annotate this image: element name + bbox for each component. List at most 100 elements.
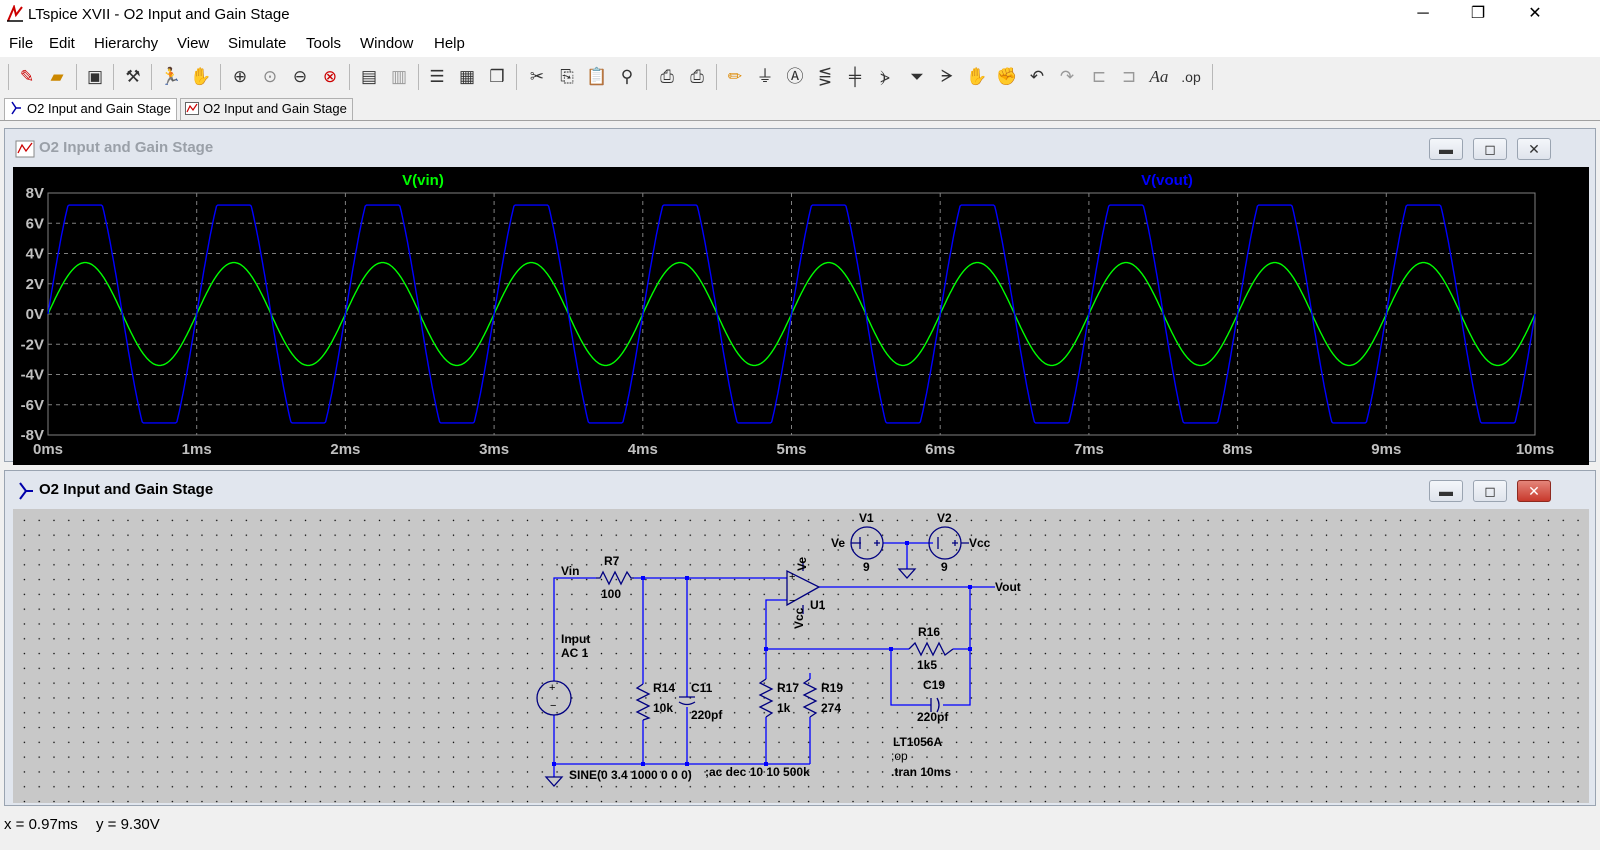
resistor-r17-symbol[interactable] xyxy=(758,678,774,718)
x-tick-label: 8ms xyxy=(1223,441,1253,458)
input-source-ac: AC 1 xyxy=(561,646,589,660)
control-panel-icon[interactable]: ⚒ xyxy=(125,67,141,86)
zoom-fit-icon[interactable]: ⊗ xyxy=(322,67,338,86)
zoom-out-icon[interactable]: ⊖ xyxy=(292,67,308,86)
inductor-icon[interactable]: ⦔ xyxy=(880,67,890,86)
component-icon[interactable]: ᗒ xyxy=(940,67,954,86)
move-icon[interactable]: ✋ xyxy=(966,67,988,86)
zoom-in-icon[interactable]: ⊕ xyxy=(232,67,248,86)
schematic-minimize-button[interactable]: ▬ xyxy=(1429,480,1463,502)
draw-wire-icon[interactable]: ✏ xyxy=(727,67,743,86)
close-button[interactable]: ✕ xyxy=(1528,5,1542,22)
y-tick-label: -6V xyxy=(21,397,44,414)
halt-icon[interactable]: ✋ xyxy=(190,67,212,86)
x-tick-label: 6ms xyxy=(925,441,955,458)
directive-op[interactable]: ;op xyxy=(891,749,908,763)
menu-simulate[interactable]: Simulate xyxy=(228,35,287,52)
input-source-spec: SINE(0 3.4 1000 0 0 0) xyxy=(569,768,692,782)
ground-icon xyxy=(897,568,917,579)
spice-directive-icon[interactable]: .op xyxy=(1181,69,1201,85)
x-tick-label: 9ms xyxy=(1371,441,1401,458)
tile-vertical-icon[interactable]: ▦ xyxy=(458,67,476,86)
net-label-vcc: Vcc xyxy=(969,536,991,550)
find-icon[interactable]: ⚲ xyxy=(620,67,634,86)
document-tab-bar: O2 Input and Gain Stage O2 Input and Gai… xyxy=(0,96,1600,121)
resistor-r19-symbol[interactable] xyxy=(802,678,818,718)
mirror-icon[interactable]: ⊐ xyxy=(1121,67,1137,86)
menu-window[interactable]: Window xyxy=(360,35,414,52)
label-net-icon[interactable]: Ⓐ xyxy=(786,67,804,86)
text-icon[interactable]: Aa xyxy=(1149,67,1169,86)
wire xyxy=(765,599,891,650)
junction xyxy=(764,762,768,766)
waveform-icon xyxy=(15,140,35,158)
cascade-icon[interactable]: ❒ xyxy=(489,67,505,86)
schematic-canvas[interactable]: + − + − Vin Vout Ve xyxy=(13,509,1589,803)
open-folder-icon[interactable]: ▰ xyxy=(50,67,64,86)
waveform-minimize-button[interactable]: ▬ xyxy=(1429,138,1463,160)
rotate-icon[interactable]: ⊏ xyxy=(1091,67,1107,86)
copy-icon[interactable]: ⎘ xyxy=(560,67,574,86)
menu-hierarchy[interactable]: Hierarchy xyxy=(94,35,159,52)
cut-icon[interactable]: ✂ xyxy=(529,67,545,86)
drag-icon[interactable]: ✊ xyxy=(996,67,1018,86)
directive-tran[interactable]: .tran 10ms xyxy=(891,765,951,779)
autorange-icon[interactable]: ▤ xyxy=(360,67,378,86)
resistor-r16-symbol[interactable] xyxy=(908,641,954,657)
schematic-close-button[interactable]: ✕ xyxy=(1517,480,1551,502)
net-label-vin: Vin xyxy=(561,564,579,578)
waveform-maximize-button[interactable]: ◻ xyxy=(1473,138,1507,160)
toolbar-separator xyxy=(418,64,419,90)
voltage-source-input-symbol[interactable] xyxy=(536,680,572,716)
r14-ref: R14 xyxy=(653,681,675,695)
r19-value: 274 xyxy=(821,701,841,715)
redo-icon[interactable]: ↷ xyxy=(1059,67,1075,86)
new-schematic-icon[interactable]: ✎ xyxy=(19,67,35,86)
diode-icon[interactable]: ⏷ xyxy=(910,67,924,86)
minimize-button[interactable]: ─ xyxy=(1417,5,1429,22)
run-icon[interactable]: 🏃 xyxy=(160,67,182,86)
tab-waveform[interactable]: O2 Input and Gain Stage xyxy=(180,98,353,120)
opamp-u1-symbol[interactable] xyxy=(786,569,821,607)
restore-button[interactable]: ❐ xyxy=(1470,5,1486,22)
undo-icon[interactable]: ↶ xyxy=(1029,67,1045,86)
junction xyxy=(552,762,556,766)
status-bar: x = 0.97ms y = 9.30V xyxy=(0,808,1600,850)
ground-icon[interactable]: ⏚ xyxy=(756,67,774,86)
menu-file[interactable]: File xyxy=(9,35,34,52)
resistor-r14-symbol[interactable] xyxy=(635,683,651,721)
r7-ref: R7 xyxy=(604,554,620,568)
menu-help[interactable]: Help xyxy=(434,35,465,52)
tile-horizontal-icon[interactable]: ☰ xyxy=(429,67,445,86)
waveform-close-button[interactable]: ✕ xyxy=(1517,138,1551,160)
resistor-r7-symbol[interactable] xyxy=(596,570,634,586)
capacitor-icon[interactable]: ╪ xyxy=(848,67,862,86)
menu-edit[interactable]: Edit xyxy=(49,35,75,52)
print-preview-icon[interactable]: ⎙ xyxy=(690,67,704,86)
schematic-drawing[interactable]: + − + − Vin Vout Ve xyxy=(13,509,1589,803)
toolbar-separator xyxy=(516,64,517,90)
schematic-maximize-button[interactable]: ◻ xyxy=(1473,480,1507,502)
trace-v-vout[interactable] xyxy=(47,204,1536,424)
wire xyxy=(553,715,810,765)
x-tick-label: 1ms xyxy=(182,441,212,458)
menu-view[interactable]: View xyxy=(177,35,210,52)
save-icon[interactable]: ▣ xyxy=(86,67,104,86)
ltspice-logo-icon xyxy=(7,5,23,22)
paste-icon[interactable]: 📋 xyxy=(586,67,608,86)
junction xyxy=(968,647,972,651)
legend-entry[interactable]: V(vout) xyxy=(1141,172,1193,189)
pick-visible-traces-icon[interactable]: ▥ xyxy=(390,67,408,86)
directive-ac[interactable]: ;ac dec 10 10 500k xyxy=(705,765,810,779)
legend-entry[interactable]: V(vin) xyxy=(402,172,444,189)
capacitor-c11-symbol[interactable] xyxy=(678,696,696,706)
menu-tools[interactable]: Tools xyxy=(306,35,342,52)
print-icon[interactable]: ⎙ xyxy=(660,67,674,86)
pan-icon[interactable]: ⊙ xyxy=(262,67,278,86)
capacitor-c19-symbol[interactable] xyxy=(930,697,940,713)
resistor-icon[interactable]: ⋚ xyxy=(817,67,833,86)
tab-schematic[interactable]: O2 Input and Gain Stage xyxy=(4,98,177,120)
junction xyxy=(641,576,645,580)
